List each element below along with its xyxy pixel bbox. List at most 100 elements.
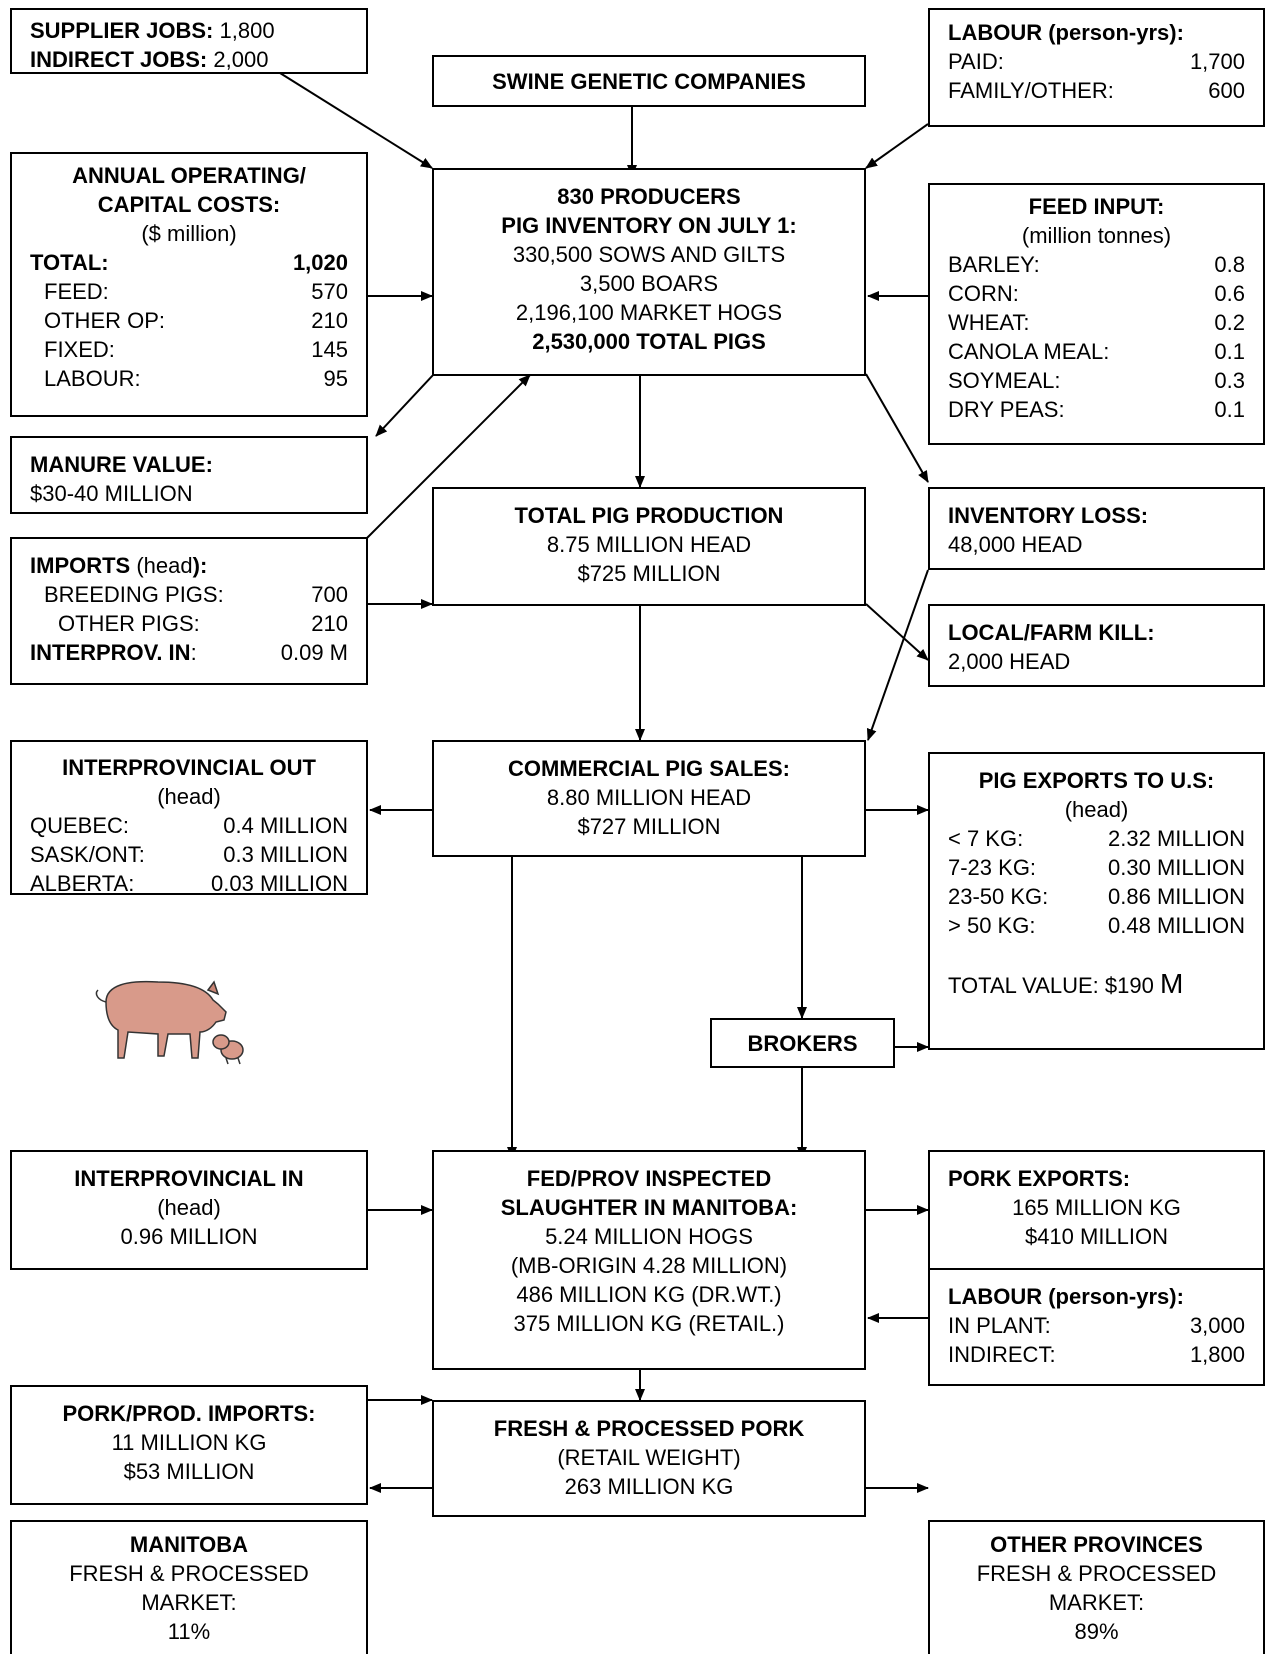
producers-count: 830 PRODUCERS: [557, 184, 741, 209]
swine-genetics-box: SWINE GENETIC COMPANIES: [432, 55, 866, 107]
feed-barley-label: BARLEY:: [948, 252, 1040, 277]
feed-title: FEED INPUT:: [1028, 194, 1165, 219]
labour-paid-value: 1,700: [1189, 49, 1245, 74]
feed-corn-value: 0.6: [1214, 281, 1245, 306]
slaughter-dressed-weight: 486 MILLION KG (DR.WT.): [516, 1282, 782, 1307]
exports-23to50-label: 23-50 KG:: [948, 884, 1049, 909]
brokers-box: BROKERS: [710, 1018, 895, 1068]
pork-exports-title: PORK EXPORTS:: [948, 1166, 1131, 1191]
feed-canola-value: 0.1: [1214, 339, 1245, 364]
exports-total-label: TOTAL VALUE: $190: [948, 973, 1154, 998]
feed-peas-value: 0.1: [1214, 397, 1245, 422]
imports-title-unit: (head: [130, 553, 193, 578]
manitoba-market-box: MANITOBA FRESH & PROCESSED MARKET: 11%: [10, 1520, 368, 1654]
feed-barley-value: 0.8: [1214, 252, 1245, 277]
commercial-title: COMMERCIAL PIG SALES:: [508, 756, 790, 781]
interprov-out-saskont-label: SASK/ONT:: [30, 842, 145, 867]
imports-other-value: 210: [311, 611, 348, 636]
exports-us-title: PIG EXPORTS TO U.S:: [978, 768, 1215, 793]
inventory-sows: 330,500 SOWS AND GILTS: [512, 242, 786, 267]
labour-family-value: 600: [1208, 78, 1245, 103]
interprov-out-unit: (head): [157, 784, 221, 809]
exports-7to23-label: 7-23 KG:: [948, 855, 1037, 880]
costs-feed-label: FEED:: [44, 279, 109, 304]
inventory-boars: 3,500 BOARS: [579, 271, 719, 296]
costs-fixed-value: 145: [311, 337, 348, 362]
commercial-head: 8.80 MILLION HEAD: [546, 785, 752, 810]
feed-wheat-value: 0.2: [1214, 310, 1245, 335]
costs-labour-label: LABOUR:: [44, 366, 141, 391]
pork-exports-value: $410 MILLION: [1024, 1224, 1169, 1249]
arrow-imports-to-producers: [366, 374, 531, 539]
labour-paid-label: PAID:: [948, 49, 1004, 74]
manure-title: MANURE VALUE:: [30, 452, 213, 477]
interprov-out-quebec-value: 0.4 MILLION: [223, 813, 348, 838]
fresh-retail-weight: (RETAIL WEIGHT): [557, 1445, 741, 1470]
pig-exports-us-box: PIG EXPORTS TO U.S: (head) < 7 KG: 2.32 M…: [928, 752, 1265, 1050]
exports-total-suffix: M: [1159, 968, 1184, 999]
exports-lt7-label: < 7 KG:: [948, 826, 1024, 851]
interprov-out-saskont-value: 0.3 MILLION: [223, 842, 348, 867]
production-value: $725 MILLION: [577, 561, 721, 586]
labour-plant-box: LABOUR (person-yrs): IN PLANT:3,000 INDI…: [928, 1268, 1265, 1386]
exports-us-unit: (head): [1064, 797, 1129, 822]
interprov-out-title: INTERPROVINCIAL OUT: [62, 755, 316, 780]
feed-soymeal-value: 0.3: [1214, 368, 1245, 393]
exports-gt50-value: 0.48 MILLION: [1108, 913, 1245, 938]
total-production-box: TOTAL PIG PRODUCTION 8.75 MILLION HEAD $…: [432, 487, 866, 606]
costs-fixed-label: FIXED:: [44, 337, 115, 362]
manure-value-box: MANURE VALUE: $30-40 MILLION: [10, 436, 368, 514]
arrow-supplier-to-producers: [279, 72, 433, 169]
interprov-in-title: INTERPROVINCIAL IN: [74, 1166, 304, 1191]
labour-inplant-label: IN PLANT:: [948, 1313, 1051, 1338]
costs-row-other: OTHER OP:210: [30, 306, 348, 335]
costs-other-label: OTHER OP:: [44, 308, 166, 333]
imports-breeding-value: 700: [311, 582, 348, 607]
inventory-loss-title: INVENTORY LOSS:: [948, 503, 1149, 528]
interprov-out-alberta-value: 0.03 MILLION: [211, 871, 348, 896]
indirect-jobs-label: INDIRECT JOBS:: [30, 47, 208, 72]
manitoba-share: 11%: [167, 1619, 211, 1644]
imports-title-colon: ):: [192, 553, 208, 578]
slaughter-box: FED/PROV INSPECTED SLAUGHTER IN MANITOBA…: [432, 1150, 866, 1370]
costs-total-value: 1,020: [292, 250, 348, 275]
pork-imports-value: $53 MILLION: [123, 1459, 255, 1484]
pork-exports-kg: 165 MILLION KG: [1012, 1195, 1181, 1220]
fresh-kg: 263 MILLION KG: [564, 1474, 734, 1499]
imports-title: IMPORTS: [30, 553, 131, 578]
exports-23to50-value: 0.86 MILLION: [1108, 884, 1245, 909]
inventory-title: PIG INVENTORY ON JULY 1:: [501, 213, 797, 238]
fresh-processed-box: FRESH & PROCESSED PORK (RETAIL WEIGHT) 2…: [432, 1400, 866, 1517]
commercial-value: $727 MILLION: [577, 814, 721, 839]
costs-total-label: TOTAL:: [30, 250, 109, 275]
inventory-market-hogs: 2,196,100 MARKET HOGS: [515, 300, 783, 325]
supplier-jobs-box: SUPPLIER JOBS: 1,800 INDIRECT JOBS: 2,00…: [10, 8, 368, 74]
labour-plant-title: LABOUR (person-yrs):: [948, 1284, 1184, 1309]
fresh-title: FRESH & PROCESSED PORK: [493, 1416, 805, 1441]
other-provinces-title: OTHER PROVINCES: [990, 1532, 1203, 1557]
slaughter-mb-origin: (MB-ORIGIN 4.28 MILLION): [510, 1253, 788, 1278]
exports-lt7-value: 2.32 MILLION: [1108, 826, 1245, 851]
labour-inplant-value: 3,000: [1189, 1313, 1245, 1338]
interprovincial-out-box: INTERPROVINCIAL OUT (head) QUEBEC:0.4 MI…: [10, 740, 368, 896]
costs-unit: ($ million): [141, 221, 237, 246]
costs-row-total: TOTAL: 1,020: [30, 248, 348, 277]
feed-peas-label: DRY PEAS:: [948, 397, 1065, 422]
pig-illustration: [95, 980, 244, 1065]
inventory-loss-value: 48,000 HEAD: [948, 532, 1083, 557]
costs-labour-value: 95: [323, 366, 348, 391]
labour-indirect-value: 1,800: [1189, 1342, 1245, 1367]
exports-7to23-value: 0.30 MILLION: [1108, 855, 1245, 880]
inventory-loss-box: INVENTORY LOSS: 48,000 HEAD: [928, 487, 1265, 570]
indirect-jobs-value: 2,000: [213, 47, 269, 72]
local-farm-kill-box: LOCAL/FARM KILL: 2,000 HEAD: [928, 604, 1265, 687]
pork-imports-box: PORK/PROD. IMPORTS: 11 MILLION KG $53 MI…: [10, 1385, 368, 1505]
arrow-producers-to-manure: [375, 373, 435, 437]
costs-title-line2: CAPITAL COSTS:: [97, 192, 281, 217]
imports-other-label: OTHER PIGS:: [58, 611, 200, 636]
local-kill-value: 2,000 HEAD: [948, 649, 1071, 674]
feed-soymeal-label: SOYMEAL:: [948, 368, 1061, 393]
imports-breeding-label: BREEDING PIGS:: [44, 582, 224, 607]
other-provinces-line2: MARKET:: [1048, 1590, 1145, 1615]
